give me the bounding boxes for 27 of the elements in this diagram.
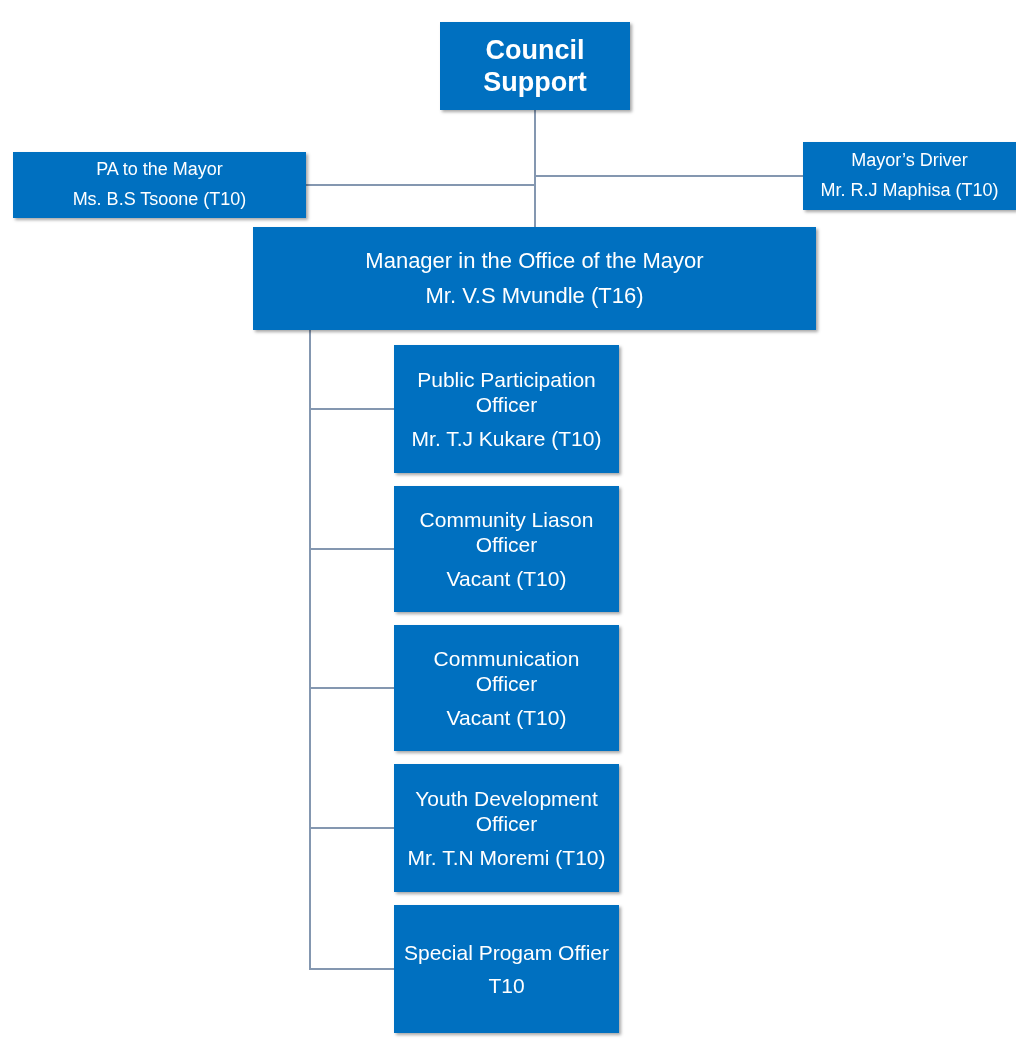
position-box: [394, 625, 619, 751]
position-box: [803, 142, 1016, 210]
role-title: Community Liason Officer: [418, 507, 595, 558]
role-title: Public Participation Officer: [416, 367, 597, 418]
position-box: [394, 905, 619, 1033]
unit-box: [440, 22, 630, 110]
holder-name: Mr. T.N Moremi (T10): [407, 844, 606, 870]
role-title: Youth Development Officer: [414, 786, 599, 837]
holder-name: Vacant (T10): [446, 565, 567, 591]
role-title: Communication Officer: [432, 646, 581, 697]
position-box: [394, 486, 619, 612]
holder-name: Vacant (T10): [446, 704, 567, 730]
role-title: PA to the Mayor: [96, 159, 223, 181]
holder-name: Mr. V.S Mvundle (T16): [425, 282, 644, 309]
role-title: Mayor’s Driver: [851, 150, 968, 172]
holder-name: Mr. T.J Kukare (T10): [411, 425, 602, 451]
holder-name: T10: [488, 973, 525, 999]
position-box: [394, 345, 619, 473]
role-title: Special Progam Offier: [403, 939, 609, 965]
holder-name: Mr. R.J Maphisa (T10): [820, 180, 999, 202]
role-title: Manager in the Office of the Mayor: [365, 248, 704, 275]
position-box: [394, 764, 619, 892]
connector-line: [534, 109, 536, 228]
position-box: [253, 227, 816, 330]
position-box: [13, 152, 306, 218]
role-title: Council Support: [482, 33, 588, 99]
holder-name: Ms. B.S Tsoone (T10): [72, 189, 247, 211]
